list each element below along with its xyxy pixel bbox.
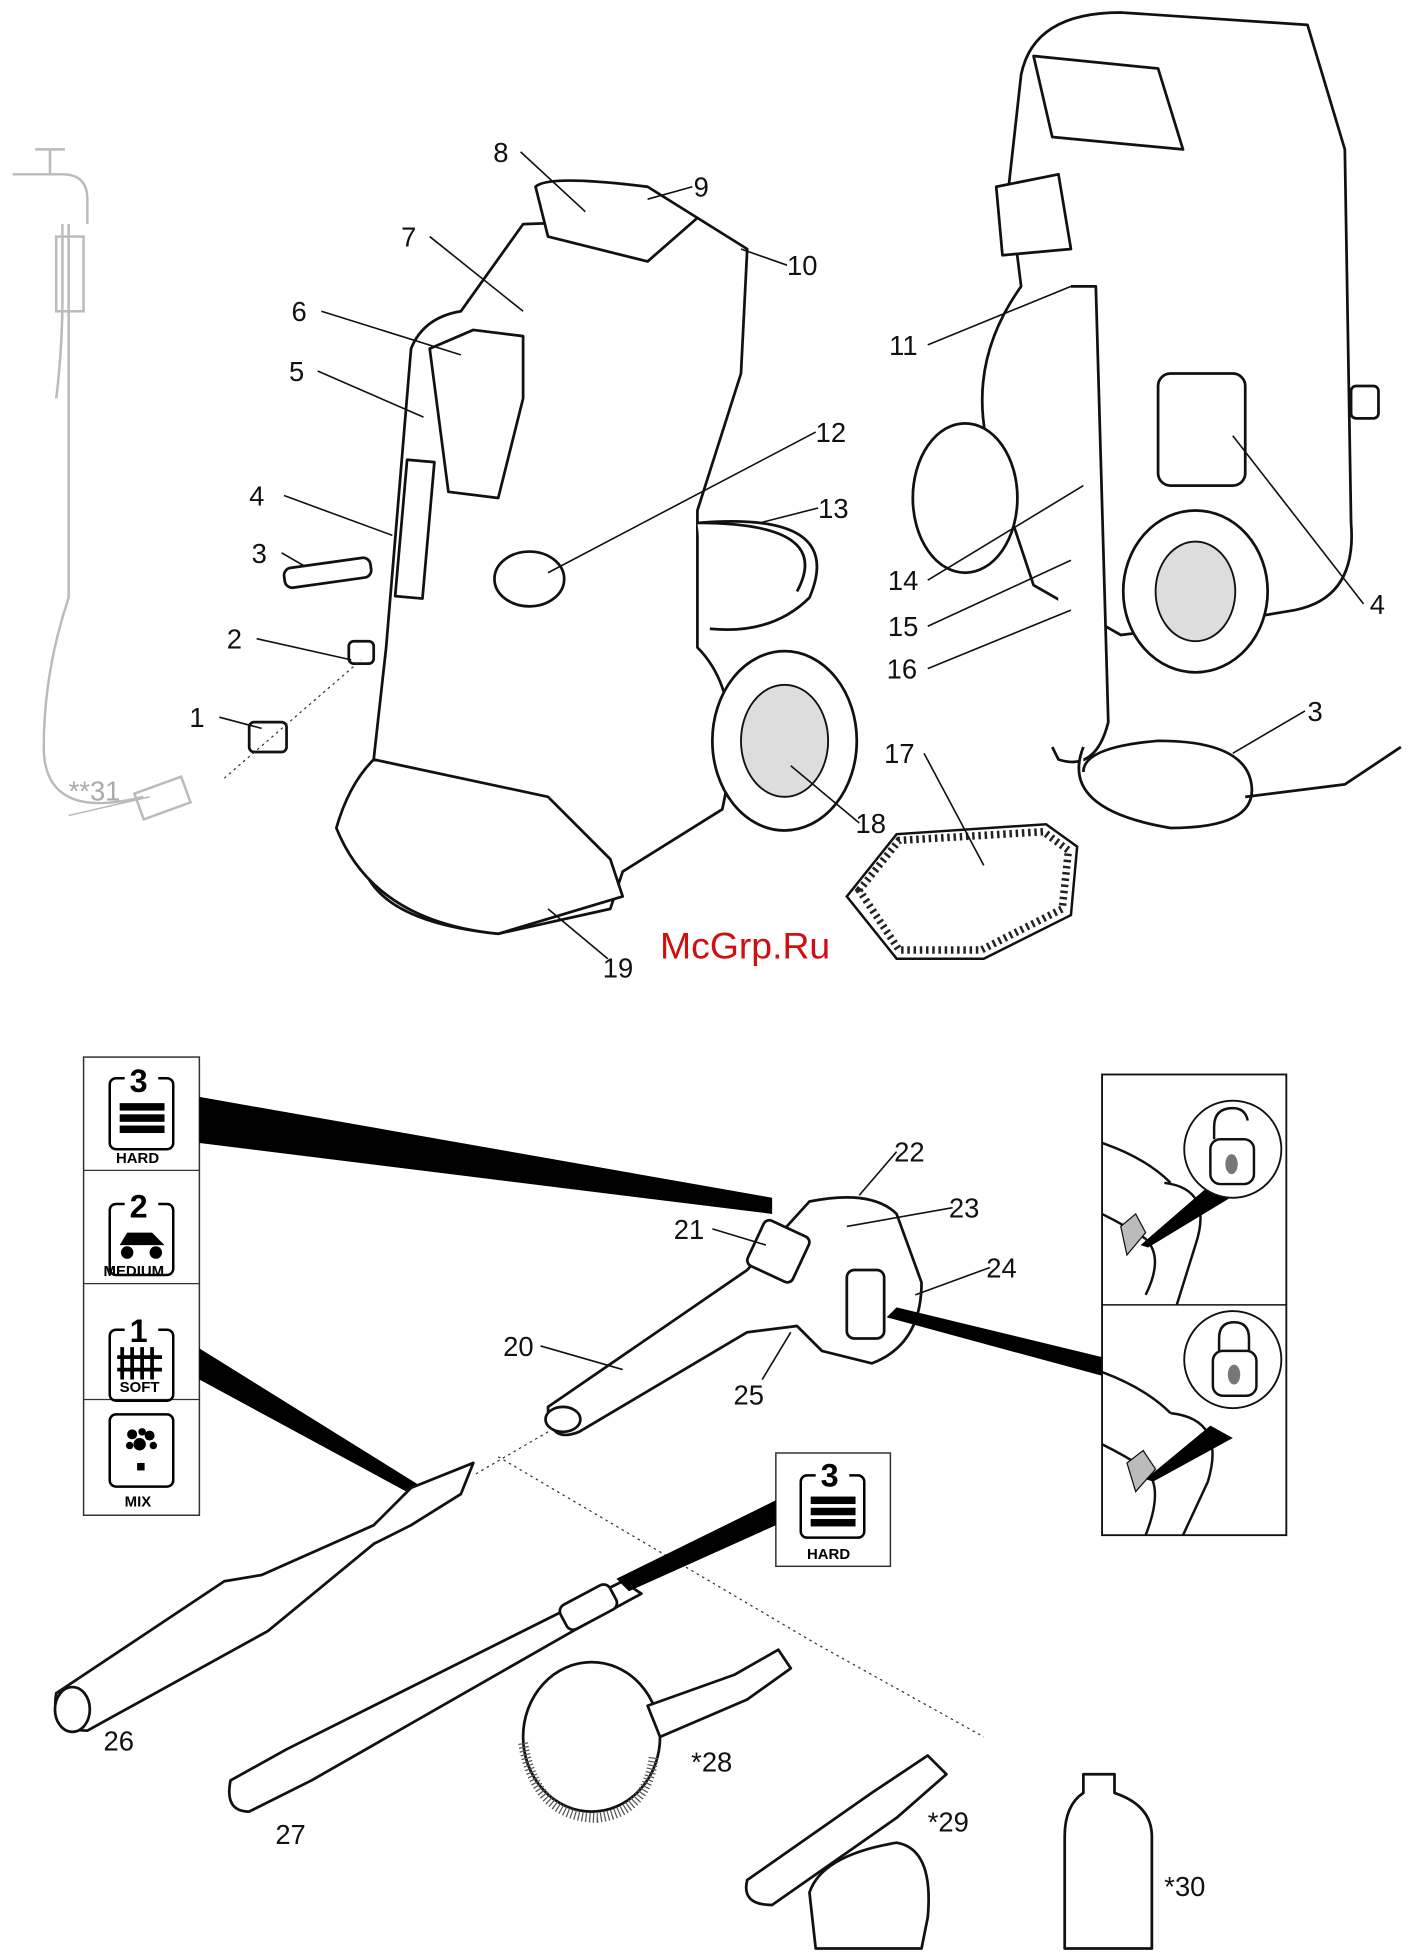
pointer-soft [199, 1348, 424, 1495]
callout-30: *30 [1164, 1871, 1205, 1902]
callout-8: 8 [493, 137, 508, 168]
panel-number-2: 2 [130, 1189, 148, 1225]
callout-26: 26 [104, 1726, 134, 1757]
pointer-hard [199, 1096, 773, 1214]
vario-power-lance [53, 1461, 475, 1734]
detergent-bottle [1063, 1772, 1154, 1950]
spray-gun [472, 1196, 985, 1738]
badge-label: HARD [807, 1546, 850, 1563]
detergent-spray-icon [108, 1413, 175, 1488]
callout-29: *29 [928, 1806, 969, 1837]
callout-6: 6 [292, 296, 307, 327]
callout-11: 11 [889, 330, 917, 361]
panel-number-3: 3 [130, 1063, 148, 1099]
callout-2: 2 [227, 624, 242, 655]
callout-22: 22 [894, 1137, 924, 1168]
panel-number-1: 1 [130, 1313, 148, 1349]
callout-18: 18 [856, 808, 886, 839]
callout-24: 24 [986, 1252, 1016, 1283]
callout-23: 23 [949, 1193, 979, 1224]
padlock-closed-icon [1183, 1310, 1283, 1410]
callout-3-back: 3 [1307, 696, 1322, 727]
leader-lines-top [68, 151, 1365, 960]
pressure-washer-front [223, 179, 859, 936]
callout-4: 4 [249, 480, 264, 511]
callout-9: 9 [694, 172, 709, 203]
callout-31: **31 [69, 776, 121, 807]
padlock-open-icon [1183, 1099, 1283, 1199]
watermark: McGrp.Ru [660, 925, 830, 967]
foam-nozzle [744, 1754, 948, 1950]
water-filter-17 [845, 822, 1079, 960]
pressure-washer-back [911, 11, 1402, 830]
panel-label-soft: SOFT [120, 1379, 160, 1396]
callout-1: 1 [189, 702, 204, 733]
callout-10: 10 [787, 250, 817, 281]
brick-wall-icon [108, 1068, 175, 1151]
callout-20: 20 [503, 1331, 533, 1362]
trigger-lock-panel [1101, 1073, 1288, 1537]
callout-17: 17 [884, 738, 914, 769]
nozzle-hard-badge: 3 HARD [616, 1452, 892, 1592]
callout-12: 12 [816, 417, 846, 448]
callout-27: 27 [275, 1819, 305, 1850]
callout-4-back: 4 [1370, 589, 1385, 620]
dirt-blaster-lance [227, 1579, 643, 1813]
water-tap-hose [12, 148, 193, 821]
callout-14: 14 [888, 565, 918, 596]
callout-7: 7 [401, 222, 416, 253]
callout-5: 5 [289, 356, 304, 387]
callout-25: 25 [734, 1379, 764, 1410]
callout-21: 21 [674, 1214, 704, 1245]
fence-icon [108, 1318, 175, 1402]
callout-28: *28 [691, 1747, 732, 1778]
badge-number: 3 [821, 1458, 839, 1494]
callout-16: 16 [887, 654, 917, 685]
pointer-lock [886, 1307, 1103, 1376]
leader-lines-bottom [540, 1151, 1103, 1380]
callout-15: 15 [888, 611, 918, 642]
pressure-setting-panel: 3 HARD 2 MEDIUM 1 SOFT MIX [82, 1056, 773, 1516]
car-icon [108, 1192, 175, 1277]
panel-label-mix: MIX [125, 1494, 152, 1511]
wash-brush [518, 1648, 793, 1823]
panel-label-hard: HARD [116, 1150, 159, 1167]
panel-label-medium: MEDIUM [104, 1263, 165, 1280]
callout-13: 13 [818, 493, 848, 524]
callout-19: 19 [603, 952, 633, 983]
callout-3: 3 [252, 538, 267, 569]
